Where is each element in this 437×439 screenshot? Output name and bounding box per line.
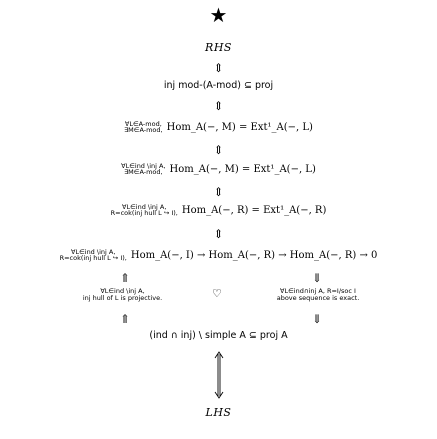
- row3: ∀L∈ind \inj A, ∃M∈A-mod, Hom_A(−, M) = E…: [0, 160, 437, 178]
- lhs-label: LHS: [205, 406, 232, 419]
- equivalence-arrow: ⇕: [213, 143, 224, 157]
- row2-condition: ∀L∈A-mod, ∃M∈A-mod,: [124, 119, 163, 134]
- row5-formula: Hom_A(−, I) → Hom_A(−, R) → Hom_A(−, R) …: [130, 249, 378, 261]
- equivalence-arrow: ⇕: [213, 61, 224, 75]
- row4-formula: Hom_A(−, R) = Ext¹_A(−, R): [181, 204, 327, 216]
- row3-condition: ∀L∈ind \inj A, ∃M∈A-mod,: [121, 161, 166, 176]
- row5-condition: ∀L∈ind \inj A, R=cok(inj hull L ↪ I),: [59, 247, 127, 262]
- row6-left-condition: ∀L∈ind \inj A, inj hull of L is projecti…: [82, 287, 163, 302]
- star-symbol: ★: [209, 3, 228, 27]
- implication-up-arrow: ⇑: [120, 312, 131, 326]
- row5: ∀L∈ind \inj A, R=cok(inj hull L ↪ I), Ho…: [0, 245, 437, 265]
- heart-symbol: ♡: [212, 287, 222, 300]
- rhs-label: RHS: [205, 41, 232, 54]
- row2-formula: Hom_A(−, M) = Ext¹_A(−, L): [166, 121, 313, 133]
- equivalence-arrow: ⇕: [213, 185, 224, 199]
- equivalence-arrow: ⇕: [213, 99, 224, 113]
- implication-down-arrow: ⇓: [312, 271, 323, 285]
- row4: ∀L∈ind \inj A, R=cok(inj hull L ↪ I), Ho…: [0, 201, 437, 219]
- row1-statement: inj mod-(A-mod) ⊆ proj: [163, 80, 274, 91]
- long-equivalence-arrow: [214, 351, 224, 399]
- implication-down-arrow: ⇓: [312, 312, 323, 326]
- row7-statement: (ind ∩ inj) \ simple A ⊆ proj A: [149, 330, 288, 341]
- row6-right-condition: ∀L∈ind∩inj A, R=I/soc I above sequence i…: [276, 287, 360, 302]
- row3-formula: Hom_A(−, M) = Ext¹_A(−, L): [169, 163, 316, 175]
- equivalence-arrow: ⇕: [213, 227, 224, 241]
- row4-condition: ∀L∈ind \inj A, R=cok(inj hull L ↪ I),: [110, 202, 178, 217]
- row2: ∀L∈A-mod, ∃M∈A-mod, Hom_A(−, M) = Ext¹_A…: [0, 118, 437, 136]
- implication-up-arrow: ⇑: [120, 271, 131, 285]
